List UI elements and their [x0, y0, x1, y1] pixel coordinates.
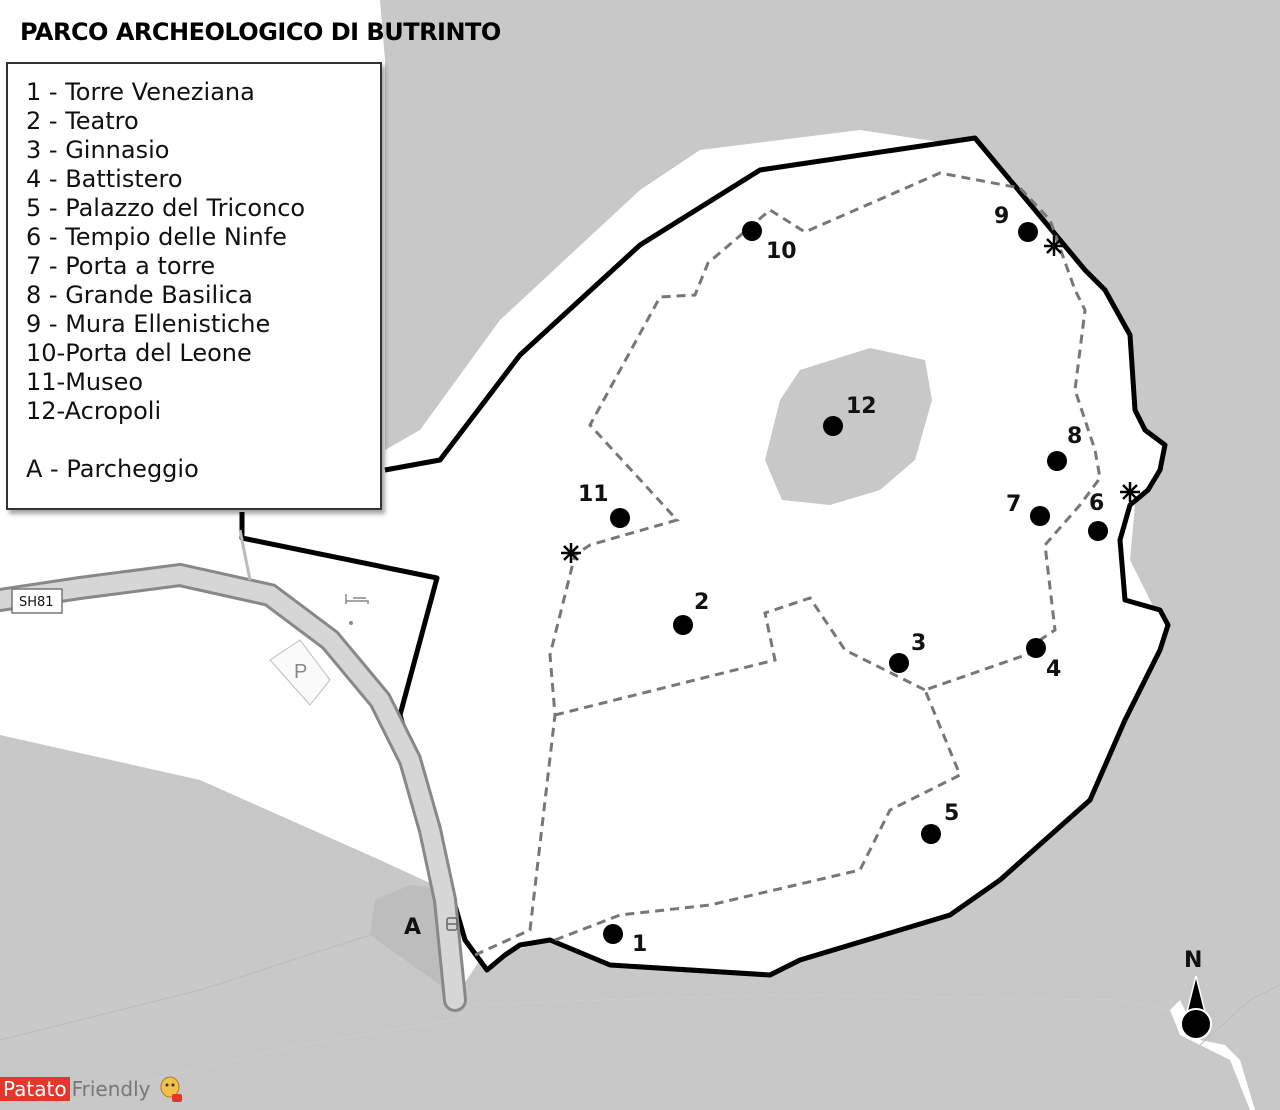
parking-sign-label: P: [294, 661, 307, 683]
water-southwest: [0, 735, 470, 1110]
hotel-icon: [345, 594, 369, 625]
parking-label: A: [404, 915, 421, 940]
poi-dot-12[interactable]: [823, 416, 843, 436]
asterisk-marker: [561, 543, 581, 563]
north-label: N: [1184, 948, 1202, 973]
asterisk-marker: [1044, 236, 1064, 256]
bus-icon: [446, 917, 458, 931]
road-label: SH81: [19, 595, 54, 610]
legend-spacer: [26, 426, 380, 455]
poi-dot-11[interactable]: [610, 508, 630, 528]
path-center: [554, 596, 926, 717]
park-land: [242, 138, 1168, 975]
water-bottom: [40, 995, 1250, 1110]
poi-label-6: 6: [1089, 491, 1104, 516]
poi-dot-8[interactable]: [1047, 451, 1067, 471]
north-arrow-icon: [1180, 975, 1212, 1040]
asterisk-markers: [561, 236, 1140, 563]
path-loop-outer: [474, 171, 1102, 957]
poi-dot-6[interactable]: [1088, 521, 1108, 541]
poi-dot-10[interactable]: [742, 221, 762, 241]
legend-item: 4 - Battistero: [26, 165, 183, 193]
poi-label-8: 8: [1067, 424, 1082, 449]
legend-item: 9 - Mura Ellenistiche: [26, 310, 271, 338]
road-sh81: [0, 562, 467, 1012]
acropolis-area: [765, 348, 932, 505]
poi-label-1: 1: [632, 932, 647, 957]
parking-sign-diamond: [269, 639, 331, 706]
legend-item: 5 - Palazzo del Triconco: [26, 194, 306, 222]
legend-item: 7 - Porta a torre: [26, 252, 216, 280]
path-south: [554, 648, 1041, 942]
legend-item: 2 - Teatro: [26, 107, 139, 135]
brand-part1: Patato: [0, 1077, 70, 1101]
legend-item: 12-Acropoli: [26, 397, 162, 425]
mascot-icon: [160, 1076, 182, 1102]
poi-label-7: 7: [1006, 492, 1021, 517]
legend-item: 1 - Torre Veneziana: [26, 78, 255, 106]
poi-label-2: 2: [694, 590, 709, 615]
legend-item: 8 - Grande Basilica: [26, 281, 253, 309]
minor-road: [238, 529, 252, 581]
poi-label-4: 4: [1046, 657, 1061, 682]
poi-dot-4[interactable]: [1026, 638, 1046, 658]
legend-item: 11-Museo: [26, 368, 144, 396]
poi-label-9: 9: [994, 204, 1009, 229]
legend: 1 - Torre Veneziana 2 - Teatro 3 - Ginna…: [6, 62, 382, 510]
poi-label-3: 3: [911, 631, 926, 656]
road-shield: [11, 588, 63, 614]
legend-item: 6 - Tempio delle Ninfe: [26, 223, 287, 251]
poi-label-5: 5: [944, 801, 959, 826]
park-boundary: [239, 135, 1171, 978]
legend-item: A - Parcheggio: [26, 455, 199, 483]
poi-markers: 1 2 3 4 5 6 7 8 9 10 11 12: [578, 204, 1108, 957]
asterisk-marker: [1120, 482, 1140, 502]
coast-line-2: [1199, 984, 1280, 1046]
poi-label-10: 10: [766, 239, 797, 264]
brand-logo: Patato Friendly: [0, 1076, 185, 1102]
poi-label-12: 12: [846, 394, 877, 419]
poi-dot-2[interactable]: [673, 615, 693, 635]
poi-dot-5[interactable]: [921, 824, 941, 844]
poi-label-11: 11: [578, 482, 609, 507]
legend-item: 10-Porta del Leone: [26, 339, 252, 367]
legend-item: 3 - Ginnasio: [26, 136, 170, 164]
page-title: PARCO ARCHEOLOGICO DI BUTRINTO: [20, 18, 501, 46]
poi-dot-1[interactable]: [603, 924, 623, 944]
coast-line: [0, 934, 371, 1041]
poi-dot-3[interactable]: [889, 653, 909, 673]
poi-dot-9[interactable]: [1018, 222, 1038, 242]
brand-part2: Friendly: [71, 1077, 151, 1101]
walking-paths: [474, 171, 1102, 957]
poi-dot-7[interactable]: [1030, 506, 1050, 526]
